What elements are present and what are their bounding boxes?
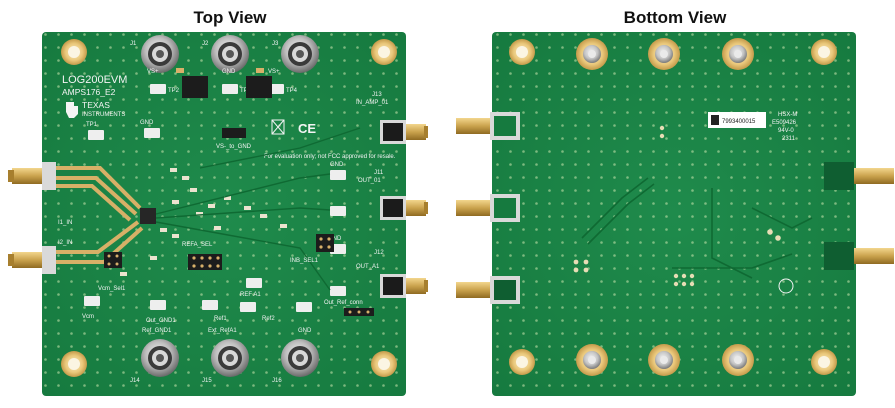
- label-gnd-tp2: GND: [330, 162, 344, 168]
- bottom-traces: [581, 177, 813, 279]
- label-j16: J16: [272, 378, 282, 384]
- label-i2-in: I2_IN: [58, 240, 72, 246]
- label-tp2: TP2: [168, 88, 180, 94]
- top-test-points: VS+ GND VS+ TP2 TP3 TP4 TP1 GND VS-_to_G…: [86, 68, 298, 150]
- label-j15: J15: [202, 378, 212, 384]
- ul-line1: HSX-M: [778, 112, 797, 118]
- fcc-notice: For evaluation only; not FCC approved fo…: [264, 154, 396, 160]
- mounting-holes: [61, 39, 397, 377]
- bottom-right-sma: [824, 162, 894, 270]
- barcode-label: 7993400015: [708, 112, 766, 128]
- pcb-traces: [155, 127, 361, 291]
- top-banana-jacks: [141, 35, 319, 73]
- label-tp3: TP3: [240, 88, 252, 94]
- label-in-amp-01: IN_AMP_01: [356, 100, 389, 106]
- ul-markings: HSX-M E509426 94V-0 2311: [772, 112, 797, 142]
- label-tp1: TP1: [86, 122, 98, 128]
- label-vs-plus-2: VS+: [268, 69, 280, 75]
- label-j12: J12: [374, 250, 384, 256]
- label-ref1: Ref1: [214, 316, 227, 322]
- label-gnd-tp: GND: [140, 120, 154, 126]
- label-j14: J14: [130, 378, 140, 384]
- label-j11: J11: [374, 170, 384, 176]
- label-vs-to-gnd: VS-_to_GND: [216, 144, 252, 150]
- jumpers: [104, 234, 374, 316]
- label-ref-a1: REF A1: [240, 292, 261, 298]
- board-name: LOG200EVM: [62, 74, 127, 86]
- ti-brand-line1: TEXAS: [82, 100, 110, 110]
- bottom-view-board: 7993400015 HSX-M E509426 94V-0 2311: [452, 28, 895, 400]
- label-refa-sel: REFA_SEL: [182, 242, 213, 248]
- svg-text:CE: CE: [298, 121, 316, 136]
- label-inb-sel1: INB_SEL1: [290, 258, 319, 264]
- label-j1: J1: [130, 41, 137, 47]
- ti-logo: TEXAS INSTRUMENTS: [66, 100, 125, 118]
- label-vcm: Vcm: [82, 314, 94, 320]
- label-gnd-bottom: GND: [298, 328, 312, 334]
- label-tp4: TP4: [286, 88, 298, 94]
- label-i1-in: I1_IN: [58, 220, 72, 226]
- barcode-number: 7993400015: [722, 119, 756, 125]
- bottom-banana-jacks: [141, 339, 319, 377]
- top-board-svg: J1 J2 J3 LOG200EVM AMPS176_E2 TEXAS INST…: [8, 32, 428, 396]
- bottom-mounting-holes: [509, 39, 837, 375]
- ul-line3: 94V-0: [778, 128, 794, 134]
- bottom-test-points: [84, 278, 312, 312]
- bottom-board-svg: 7993400015 HSX-M E509426 94V-0 2311: [456, 32, 894, 396]
- right-sma-connectors: [380, 120, 428, 298]
- label-out-01: OUT_01: [358, 178, 381, 184]
- label-j13: J13: [372, 92, 382, 98]
- top-view-board: J1 J2 J3 LOG200EVM AMPS176_E2 TEXAS INST…: [0, 28, 440, 400]
- label-ref2: Ref2: [262, 316, 275, 322]
- label-gnd-1: GND: [222, 69, 236, 75]
- label-j2: J2: [202, 41, 209, 47]
- label-j3: J3: [272, 41, 279, 47]
- compliance-marks: CE: [271, 119, 316, 136]
- label-vs-plus-1: VS+: [147, 69, 159, 75]
- label-vcm-sel1: Vcm_Sel1: [98, 286, 126, 292]
- label-gnd-tp3: GND: [328, 236, 342, 242]
- bottom-left-sma: [456, 112, 520, 304]
- label-out-gnd1: Out_GND1: [146, 318, 176, 324]
- ul-line2: E509426: [772, 120, 797, 126]
- top-view-title: Top View: [193, 8, 267, 27]
- label-out-a1: OUT_A1: [356, 264, 380, 270]
- bottom-jack-pads: [576, 38, 754, 376]
- ti-brand-line2: INSTRUMENTS: [82, 112, 125, 118]
- bottom-vias-cluster: [573, 125, 781, 287]
- label-ext-refa1: Ext_RefA1: [208, 328, 237, 334]
- bottom-view-title: Bottom View: [623, 8, 727, 27]
- ul-line4: 2311: [782, 136, 796, 142]
- label-out-ref-conn: Out_Ref_conn: [324, 300, 363, 306]
- rohs-mark: [778, 278, 794, 294]
- label-ref-gnd1: Ref_GND1: [142, 328, 172, 334]
- board-rev: AMPS176_E2: [62, 87, 116, 97]
